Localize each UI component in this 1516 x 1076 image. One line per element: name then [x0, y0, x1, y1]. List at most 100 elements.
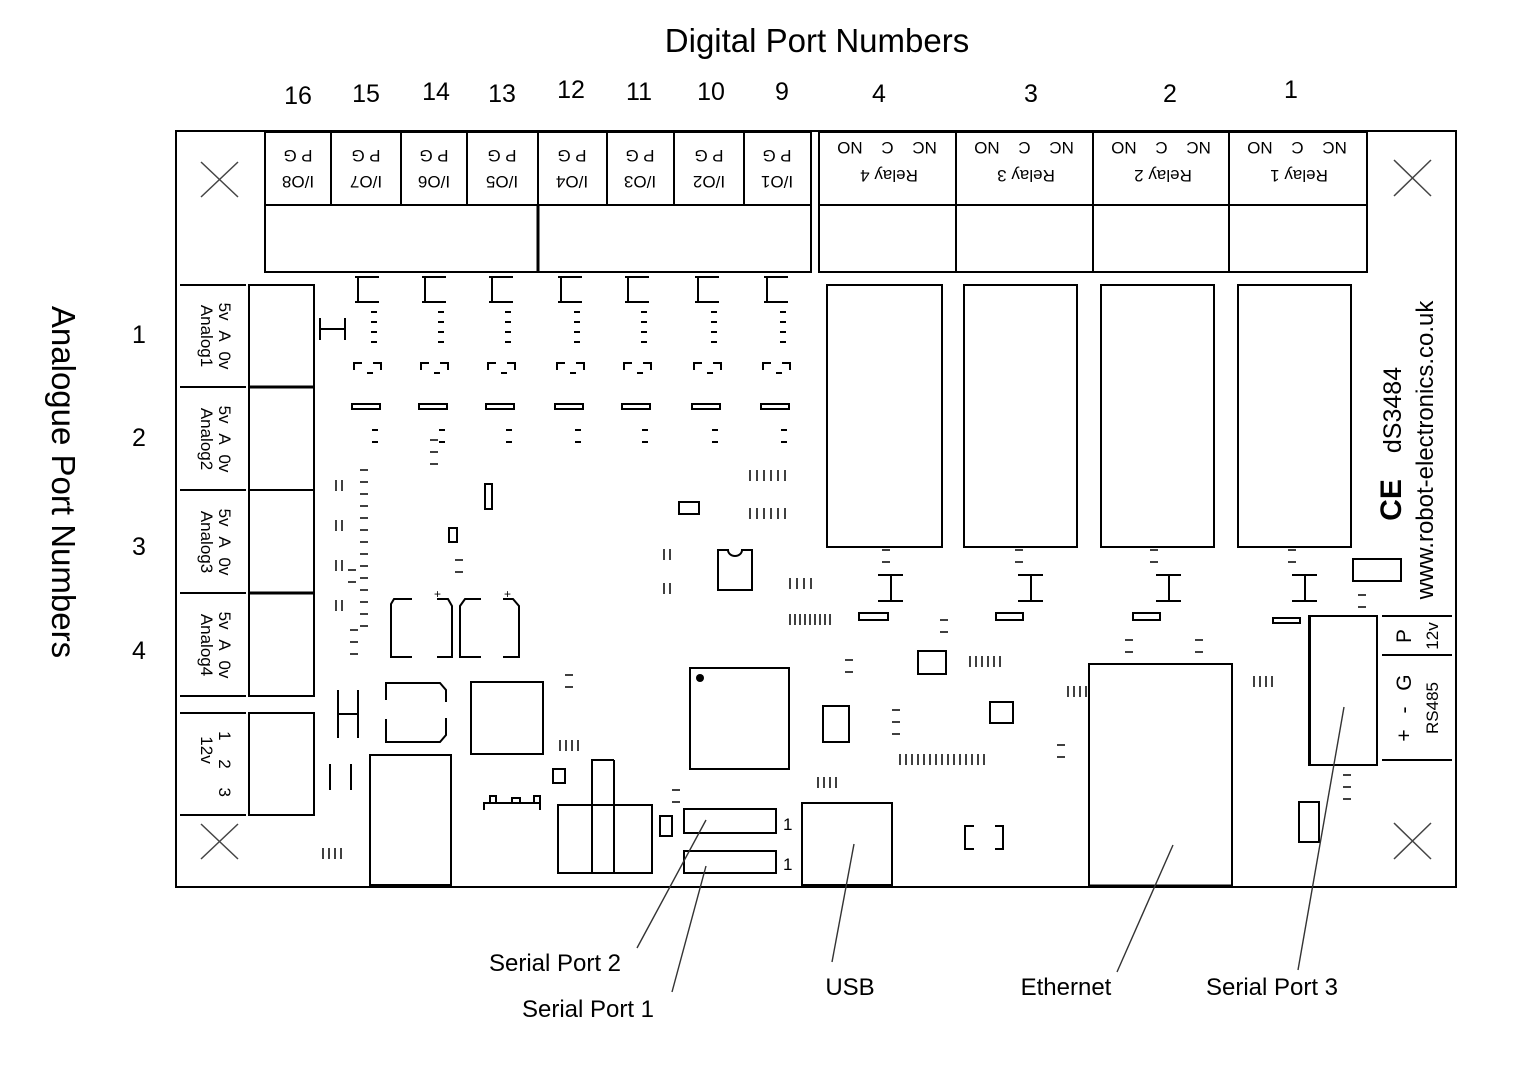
io-terminal-labels: I/O8P G I/O7P G I/O6P G I/O5P G I/O4P G … — [282, 146, 793, 191]
microcontroller-chip — [689, 667, 790, 770]
mounting-hole-icon — [200, 161, 239, 198]
digital-port-number: 3 — [1024, 80, 1038, 108]
driver-transistor — [556, 276, 585, 443]
relay-terminal-pins: NC C NO — [974, 138, 1074, 157]
usb-connector — [801, 802, 893, 886]
power12-terminal-pins: P — [1393, 629, 1416, 643]
analog-terminal-name: Analog1 — [197, 305, 216, 367]
io-terminal-pins: P G — [626, 146, 655, 165]
passive-pad — [1067, 686, 1087, 697]
io-terminal-name: I/O3 — [624, 172, 656, 191]
passive-pad — [1195, 639, 1203, 653]
digital-port-number: 10 — [697, 78, 725, 106]
rs485-terminal-pins: + - G — [1393, 674, 1416, 741]
passive-pad — [817, 777, 837, 788]
driver-transistor — [693, 276, 722, 443]
passive-pad — [882, 549, 890, 563]
rs485-terminal-name: RS485 — [1423, 682, 1442, 734]
driver-resistor — [554, 403, 584, 410]
analogue-port-number-column: 1 2 3 4 — [132, 321, 146, 665]
passive-pad — [749, 508, 786, 519]
serial-port-2-pin1-label: 1 — [783, 815, 792, 834]
passive-pad — [672, 789, 680, 803]
plus-icon: + — [504, 587, 511, 601]
digital-port-number: 11 — [626, 78, 652, 106]
io-terminal-pins: P G — [352, 146, 381, 165]
relay-terminal-block — [818, 131, 1368, 273]
plus-icon: + — [434, 587, 441, 601]
relay-terminal-name: Relay 3 — [997, 166, 1055, 185]
ethernet-connector — [1088, 663, 1233, 888]
serial-port-2-connector — [683, 808, 777, 834]
serial-port-1-connector — [683, 850, 777, 874]
power12-terminal-name: 12v — [1423, 622, 1442, 650]
analog-terminal-pins: 5v A 0v — [215, 303, 234, 370]
driver-resistor — [485, 403, 515, 410]
driver-resistor — [418, 403, 448, 410]
mounting-hole-icon — [200, 823, 239, 860]
relay-4 — [826, 284, 943, 548]
analogue-port-number: 1 — [132, 321, 146, 349]
passive-pad — [455, 559, 463, 573]
passive-pad — [335, 560, 343, 571]
board-outline — [175, 130, 1457, 888]
power-terminal-name: 12v — [197, 736, 216, 764]
io-terminal-name: I/O8 — [282, 172, 314, 191]
branding: CE dS3484 www.robot-electronics.co.uk — [1375, 300, 1439, 601]
io-terminal-name: I/O5 — [486, 172, 518, 191]
digital-port-number: 2 — [1163, 80, 1177, 108]
digital-port-number: 12 — [557, 76, 585, 104]
passive-pad — [663, 549, 671, 560]
driver-transistor — [353, 276, 382, 443]
usb-label: USB — [825, 974, 874, 1001]
relay-terminal-name: Relay 1 — [1270, 166, 1328, 185]
analog-terminal-name: Analog3 — [197, 511, 216, 573]
analog-terminal-block — [180, 284, 315, 697]
driver-resistor — [351, 403, 381, 410]
driver-resistor — [760, 403, 790, 410]
passive-pad — [1150, 549, 1158, 563]
io-terminal-name: I/O7 — [350, 172, 382, 191]
digital-port-numbers-title: Digital Port Numbers — [665, 22, 969, 59]
relay-terminal-name: Relay 4 — [860, 166, 918, 185]
io-driver-components — [351, 276, 791, 443]
passive-pad — [845, 659, 853, 673]
passive-pad — [559, 740, 579, 751]
serial-port-1-pin1-label: 1 — [783, 855, 792, 874]
misc-components: + + — [319, 318, 1320, 886]
io-terminal-pins: P G — [420, 146, 449, 165]
passive-pad — [1343, 774, 1351, 800]
io-terminal-name: I/O4 — [556, 172, 588, 191]
passive-pad — [789, 578, 812, 589]
passive-pad — [565, 674, 573, 688]
passive-pad — [789, 614, 831, 625]
passive-pad — [348, 569, 356, 583]
passive-pad — [335, 520, 343, 531]
website-url: www.robot-electronics.co.uk — [1412, 300, 1439, 601]
passive-pad — [430, 439, 438, 465]
passive-pad — [749, 470, 786, 481]
relay-driver-components — [858, 574, 1317, 624]
driver-resistor — [691, 403, 721, 410]
analog-terminal-name: Analog2 — [197, 408, 216, 470]
analog-terminal-name: Analog4 — [197, 614, 216, 676]
digital-port-number: 13 — [488, 80, 516, 108]
passive-pad — [1253, 676, 1273, 687]
passive-pad — [1015, 549, 1023, 563]
passive-components — [322, 439, 1366, 859]
relay-terminal-pins: NC C NO — [1111, 138, 1211, 157]
io-terminal-name: I/O1 — [761, 172, 793, 191]
driver-resistor — [621, 403, 651, 410]
rs485-terminal-block: P 12v + - G RS485 — [1309, 615, 1452, 766]
pin1-dot-icon — [696, 674, 704, 682]
passive-pad — [350, 629, 358, 655]
analogue-port-number: 3 — [132, 533, 146, 561]
digital-port-number: 15 — [352, 80, 380, 108]
passive-pad — [335, 480, 343, 491]
analog-terminal-pins: 5v A 0v — [215, 406, 234, 473]
digital-port-number-row: 16 15 14 13 12 11 10 9 4 3 2 1 — [284, 76, 1298, 110]
io-terminal-name: I/O6 — [418, 172, 450, 191]
io-terminal-name: I/O2 — [693, 172, 725, 191]
